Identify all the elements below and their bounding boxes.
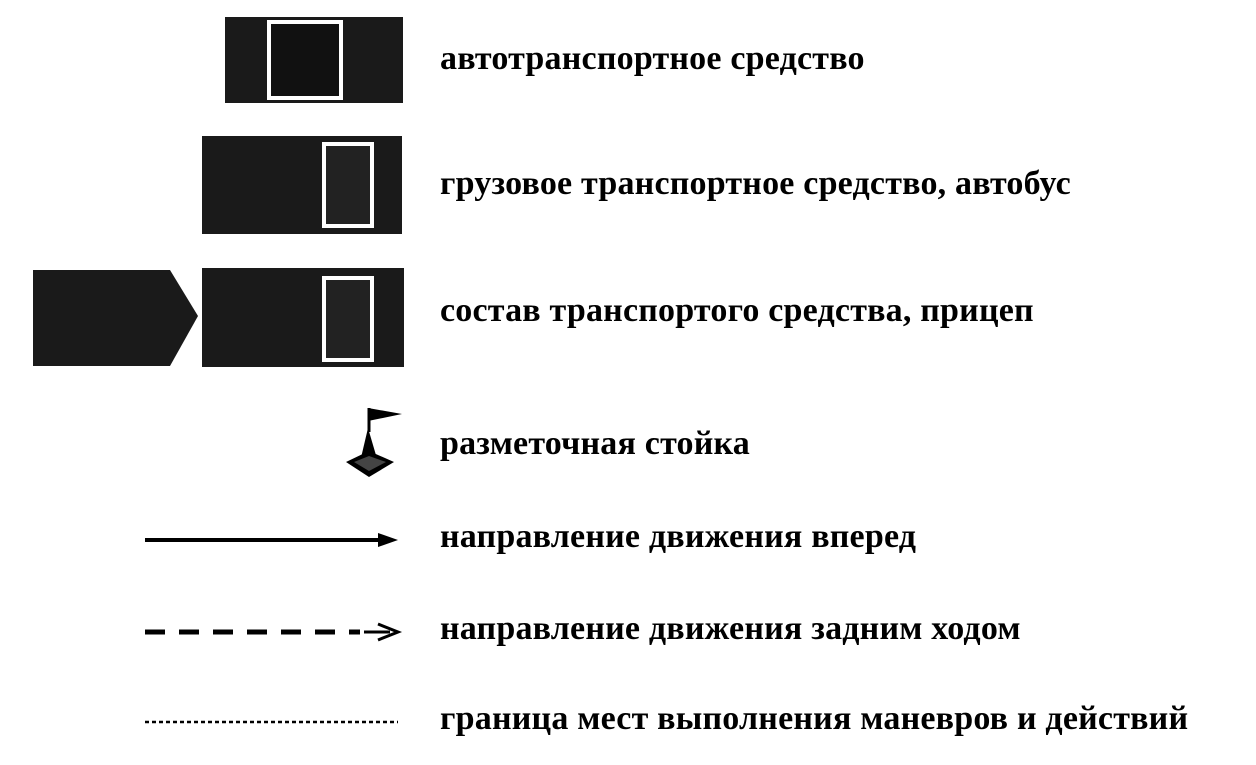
marker-post-icon [346, 408, 402, 477]
passenger-car-icon [225, 17, 403, 103]
legend-label-boundary: граница мест выполнения маневров и дейст… [440, 700, 1189, 737]
legend-label-vehicle-trailer: состав транспортого средства, прицеп [440, 292, 1034, 329]
legend-label-passenger-car: автотранспортное средство [440, 40, 865, 77]
dashed-arrow-icon [145, 622, 403, 642]
dotted-line-icon [145, 720, 398, 724]
legend-label-reverse: направление движения задним ходом [440, 610, 1021, 647]
legend-label-forward: направление движения вперед [440, 518, 917, 555]
legend-label-marker-post: разметочная стойка [440, 425, 750, 462]
solid-arrow-icon [145, 533, 398, 547]
legend-label-truck-bus: грузовое транспортное средство, автобус [440, 165, 1071, 202]
truck-bus-icon [202, 136, 402, 234]
vehicle-with-trailer-icon [33, 268, 404, 367]
